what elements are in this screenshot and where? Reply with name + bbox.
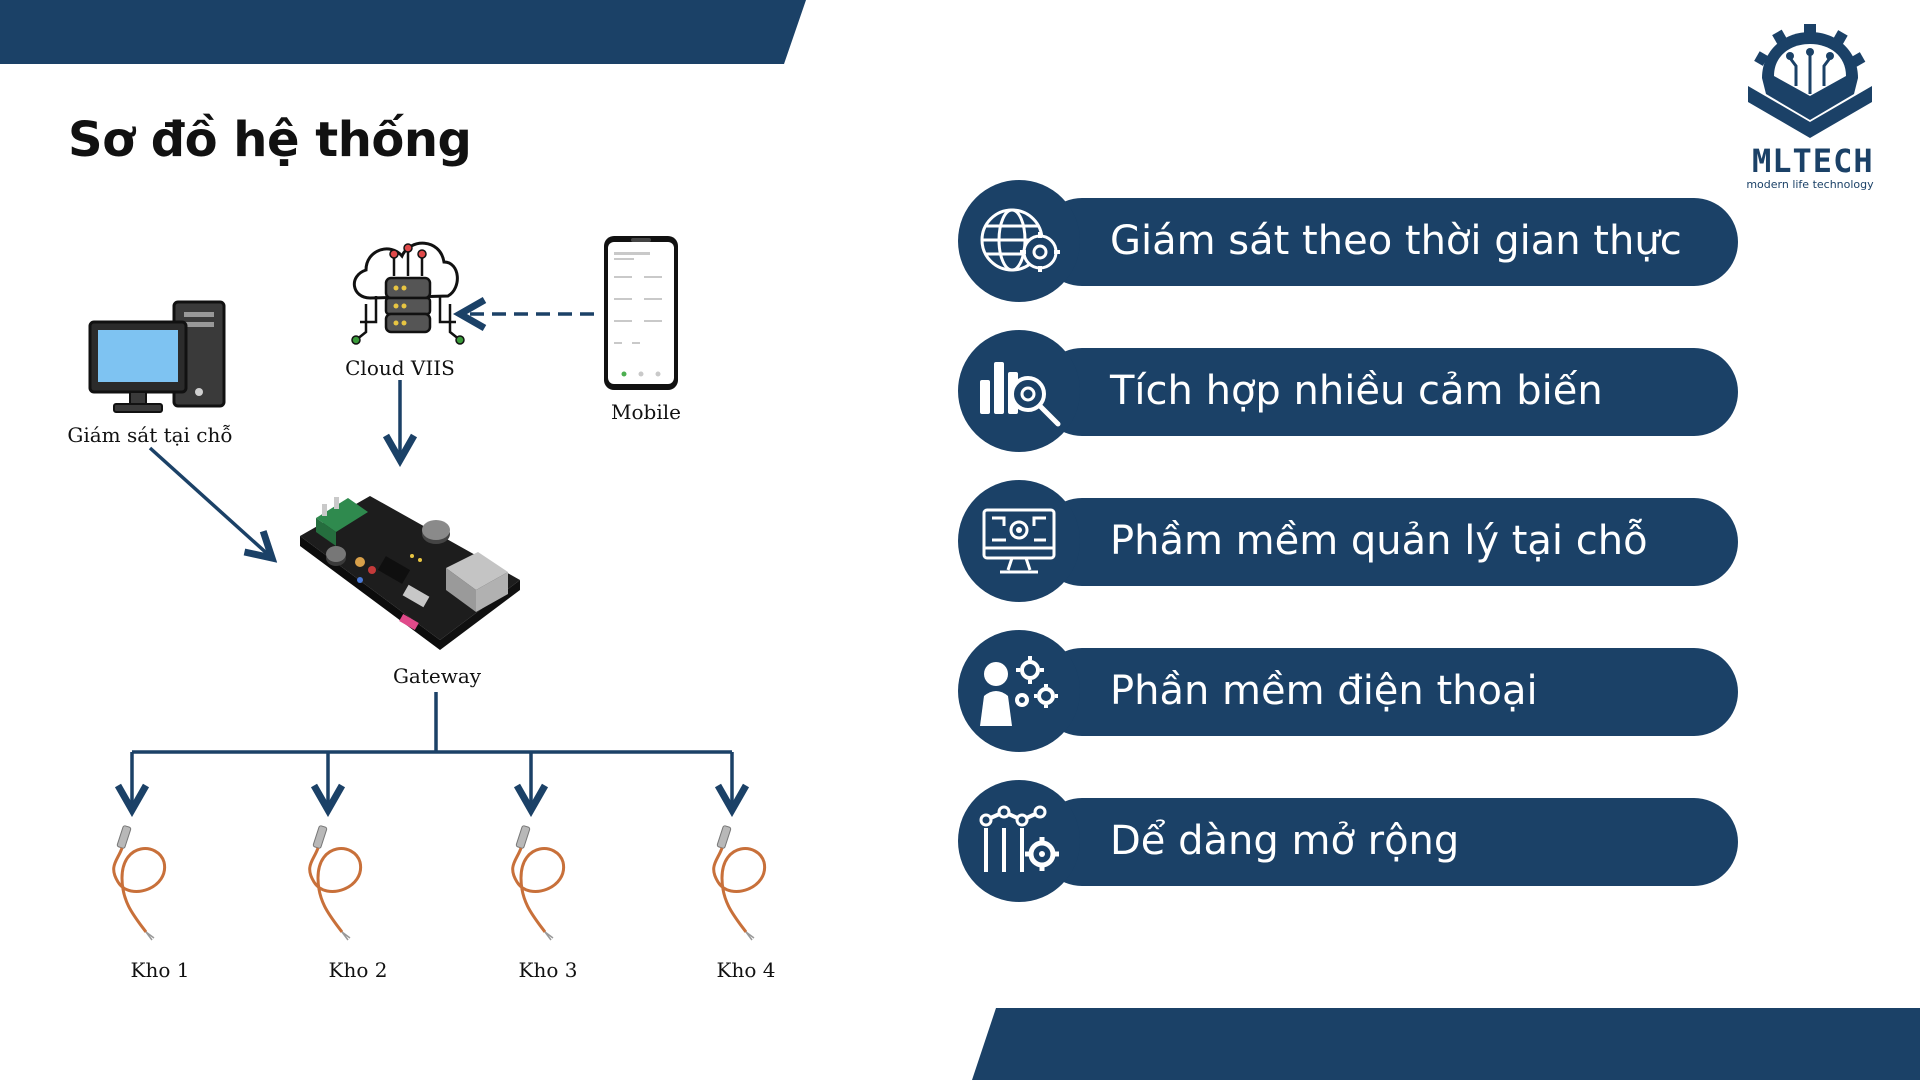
desktop-computer-icon <box>88 300 226 413</box>
feature-pill <box>1038 798 1738 886</box>
gateway-label: Gateway <box>392 664 482 688</box>
chart-magnifier-icon <box>980 362 1061 427</box>
logo-tagline: modern life technology <box>1746 178 1874 191</box>
logo-name: MLTECH <box>1752 142 1874 180</box>
mobile-label: Mobile <box>611 400 681 424</box>
globe-gear-icon <box>980 208 1060 272</box>
feature-item-scalable: Dể dàng mở rộng <box>958 780 1744 902</box>
feature-icon-badge <box>958 180 1080 302</box>
kho-2-label: Kho 2 <box>328 958 388 982</box>
smartphone-icon <box>604 236 678 390</box>
temperature-probe-icon <box>511 825 565 941</box>
feature-label: Giám sát theo thời gian thực <box>1110 218 1682 264</box>
feature-label: Phầm mềm quản lý tại chỗ <box>1110 518 1648 564</box>
sliders-gear-icon <box>979 805 1059 872</box>
feature-item-realtime: Giám sát theo thời gian thực <box>958 180 1744 302</box>
person-gears-icon <box>980 656 1058 726</box>
monitor-gear-icon <box>982 508 1056 574</box>
feature-pill <box>1038 348 1738 436</box>
feature-item-mobile-software: Phần mềm điện thoại <box>958 630 1744 752</box>
feature-label: Tích hợp nhiều cảm biến <box>1110 368 1603 414</box>
feature-icon-badge <box>958 780 1080 902</box>
kho-3-label: Kho 3 <box>518 958 578 982</box>
gateway-bus-lines <box>132 692 732 754</box>
circuit-board-icon <box>300 496 520 650</box>
cloud-label: Cloud VIIS <box>345 356 455 380</box>
bottom-banner <box>972 1008 1920 1080</box>
top-banner <box>0 0 806 64</box>
temperature-probe-icon <box>112 825 166 941</box>
feature-item-sensors: Tích hợp nhiều cảm biến <box>958 330 1744 452</box>
feature-pill <box>1038 498 1738 586</box>
local-monitor-label: Giám sát tại chỗ <box>67 423 233 447</box>
chip-gear-logo <box>1748 24 1872 138</box>
feature-pill <box>1038 198 1738 286</box>
temperature-probe-icon <box>712 825 766 941</box>
temperature-probe-icon <box>308 825 362 941</box>
feature-pill <box>1038 648 1738 736</box>
feature-icon-badge <box>958 630 1080 752</box>
local-to-gateway-arrow <box>148 446 272 558</box>
cloud-database-icon <box>351 241 465 345</box>
feature-label: Phần mềm điện thoại <box>1110 668 1538 714</box>
feature-label: Dể dàng mở rộng <box>1110 818 1460 864</box>
feature-icon-badge <box>958 480 1080 602</box>
kho-1-label: Kho 1 <box>130 958 190 982</box>
page-title: Sơ đồ hệ thống <box>68 112 472 168</box>
kho-4-label: Kho 4 <box>716 958 776 982</box>
feature-icon-badge <box>958 330 1080 452</box>
feature-item-local-software: Phầm mềm quản lý tại chỗ <box>958 480 1744 602</box>
